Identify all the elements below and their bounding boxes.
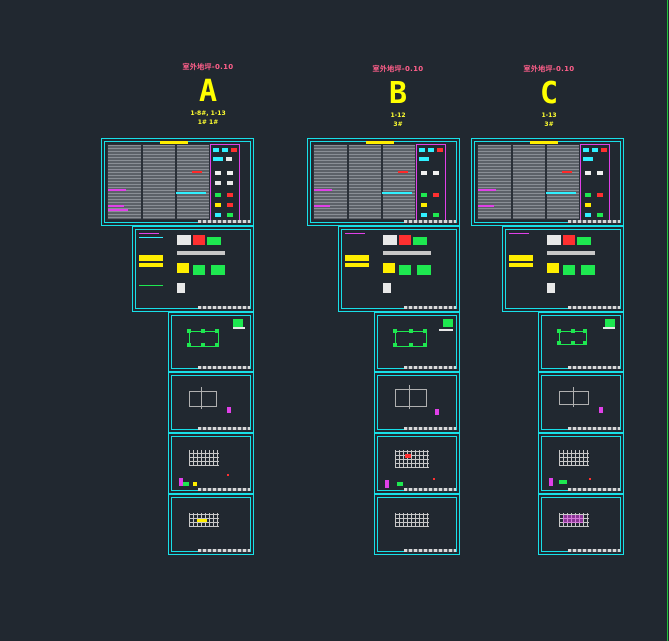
column-c-elevation-label: 室外地坪-0.10 (523, 65, 575, 73)
column-c-plan-sheet-2[interactable] (538, 372, 624, 433)
column-c-schedule-sheet[interactable] (471, 138, 624, 226)
column-b-plan-sheet-3[interactable] (374, 433, 460, 494)
column-c-plan-sheet-3[interactable] (538, 433, 624, 494)
column-a-elevation-label: 室外地坪-0.10 (182, 63, 234, 71)
column-a-letter: A (198, 74, 218, 109)
column-b-plan-sheet-1[interactable] (374, 312, 460, 372)
viewport-edge-line (667, 0, 668, 641)
column-a-sub2: 1# 1# (197, 119, 219, 126)
title-highlight (160, 141, 188, 144)
column-c-header: 室外地坪-0.10 C 1-13 3# (489, 64, 609, 128)
legend-panel (210, 144, 240, 222)
column-b-plan-sheet-2[interactable] (374, 372, 460, 433)
column-a-detail-sheet[interactable] (132, 226, 254, 312)
column-b-header: 室外地坪-0.10 B 1-12 3# (338, 64, 458, 128)
schedule-table-2 (142, 144, 176, 220)
column-c-plan-sheet-4[interactable] (538, 494, 624, 555)
column-a-plan-sheet-4[interactable] (168, 494, 254, 555)
column-a-plan-sheet-2[interactable] (168, 372, 254, 433)
schedule-table-3 (176, 144, 210, 220)
column-b-detail-sheet[interactable] (338, 226, 460, 312)
column-b-sub2: 3# (393, 121, 403, 128)
column-c-sub1: 1-13 (541, 112, 557, 119)
column-c-detail-sheet[interactable] (502, 226, 624, 312)
column-b-plan-sheet-4[interactable] (374, 494, 460, 555)
column-a-plan-sheet-1[interactable] (168, 312, 254, 372)
column-b-schedule-sheet[interactable] (307, 138, 460, 226)
column-a-schedule-sheet[interactable] (101, 138, 254, 226)
column-b-letter: B (388, 76, 408, 111)
column-c-letter: C (539, 76, 559, 111)
column-a-sub1: 1-8#, 1-13 (190, 110, 226, 117)
column-c-plan-sheet-1[interactable] (538, 312, 624, 372)
column-a-header: 室外地坪-0.10 A 1-8#, 1-13 1# 1# (148, 62, 268, 126)
column-b-sub1: 1-12 (390, 112, 406, 119)
column-a-plan-sheet-3[interactable] (168, 433, 254, 494)
column-b-elevation-label: 室外地坪-0.10 (372, 65, 424, 73)
column-c-sub2: 3# (544, 121, 554, 128)
schedule-table-1 (107, 144, 142, 220)
